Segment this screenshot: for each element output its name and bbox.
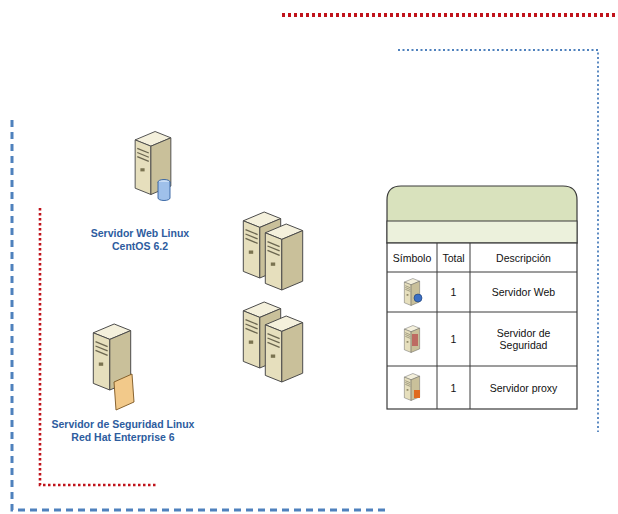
table-cell: 1 xyxy=(438,313,469,365)
server-label: Servidor de Seguridad Linux Red Hat Ente… xyxy=(48,418,198,444)
legend-symbol xyxy=(404,326,419,353)
table-cell: 1 xyxy=(438,273,469,311)
table-cell: Servidor proxy xyxy=(471,367,576,408)
server-cluster-icon xyxy=(243,212,302,382)
legend-symbol xyxy=(404,374,420,401)
server-label-node: Servidor de Seguridad Linux Red Hat Ente… xyxy=(46,416,200,446)
table-header: Total xyxy=(438,244,469,271)
cell-text: 1 xyxy=(451,382,457,394)
server-label-node: Servidor Web Linux CentOS 6.2 xyxy=(76,225,204,255)
cell-text: Símbolo xyxy=(393,252,432,264)
zone-border xyxy=(12,120,385,510)
table-cell: 1 xyxy=(438,367,469,408)
cell-text: 1 xyxy=(451,333,457,345)
server-label: Servidor Web Linux CentOS 6.2 xyxy=(78,227,202,253)
legend-table xyxy=(387,186,577,409)
cell-text: Servidor de Seguridad xyxy=(473,327,574,351)
table-cell: Servidor Web xyxy=(471,273,576,311)
cell-text: Servidor Web xyxy=(492,286,555,298)
cell-text: 1 xyxy=(451,286,457,298)
zone-border xyxy=(282,13,616,17)
table-header: Símbolo xyxy=(388,244,436,271)
table-cell: Servidor de Seguridad xyxy=(471,313,576,365)
table-header: Descripción xyxy=(471,244,576,271)
cell-text: Servidor proxy xyxy=(490,382,558,394)
cell-text: Descripción xyxy=(496,252,551,264)
cell-text: Total xyxy=(442,252,464,264)
legend-symbol xyxy=(404,279,422,306)
security-server-icon xyxy=(93,324,134,410)
web-server-icon xyxy=(135,132,171,201)
